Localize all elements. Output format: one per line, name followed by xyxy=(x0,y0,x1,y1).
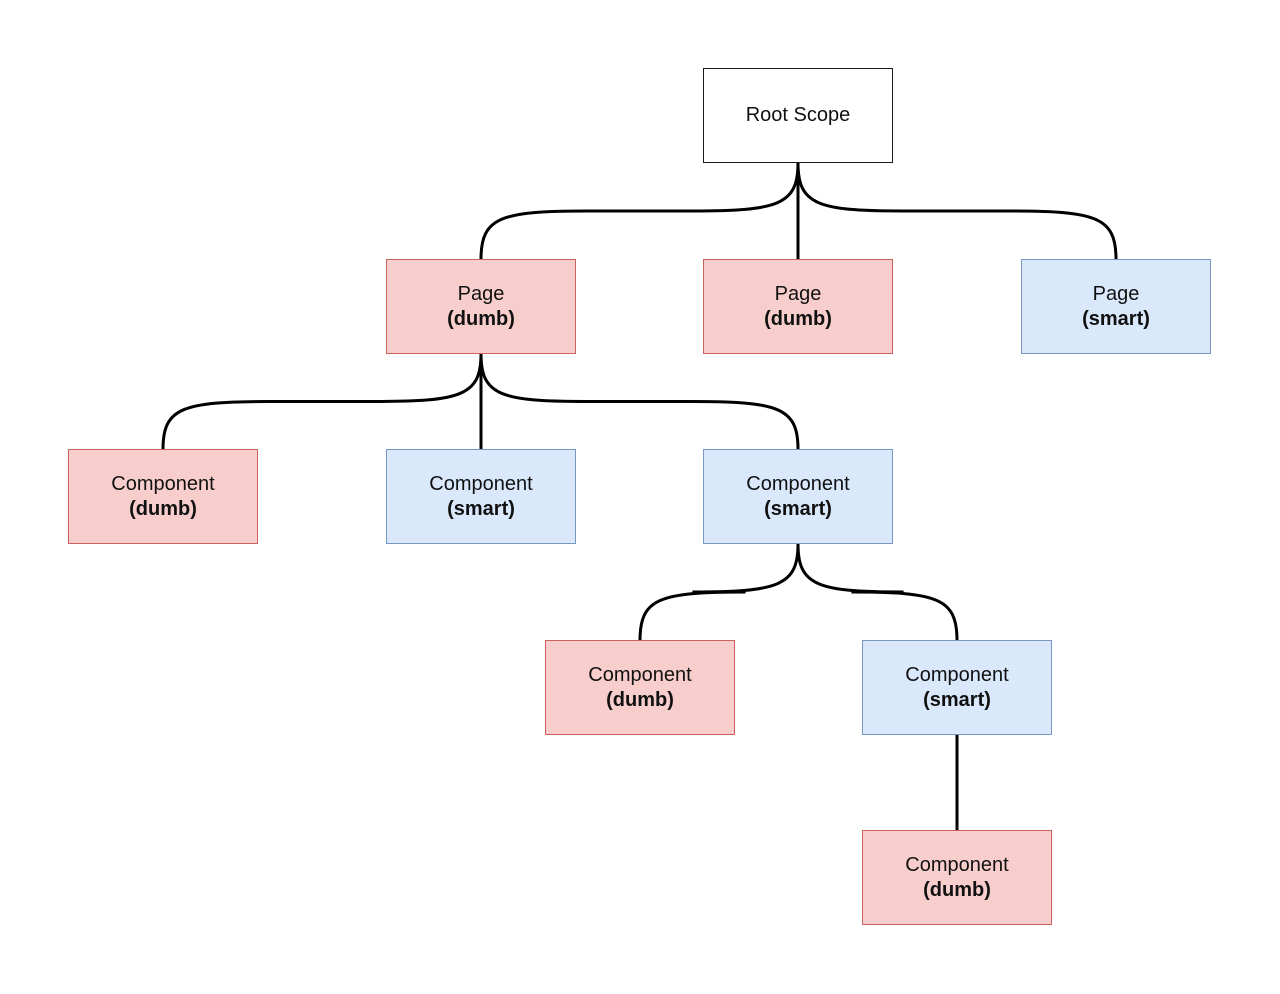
connector-edge xyxy=(796,543,959,641)
node-title: Component xyxy=(111,472,215,495)
node-title: Component xyxy=(905,853,1009,876)
component-smart-node: Component (smart) xyxy=(862,640,1052,735)
node-kind: (dumb) xyxy=(923,878,991,901)
node-title: Component xyxy=(429,472,533,495)
node-title: Page xyxy=(457,282,505,305)
node-kind: (smart) xyxy=(764,497,832,520)
node-kind: (smart) xyxy=(1082,307,1150,330)
component-smart-node: Component (smart) xyxy=(703,449,893,544)
node-kind: (smart) xyxy=(447,497,515,520)
page-dumb-node: Page (dumb) xyxy=(386,259,576,354)
node-title: Component xyxy=(746,472,850,495)
connector-edge xyxy=(796,162,1118,260)
node-title: Component xyxy=(905,663,1009,686)
root-scope-node: Root Scope xyxy=(703,68,893,163)
component-smart-node: Component (smart) xyxy=(386,449,576,544)
component-dumb-node: Component (dumb) xyxy=(68,449,258,544)
node-kind: (dumb) xyxy=(447,307,515,330)
node-kind: (dumb) xyxy=(129,497,197,520)
node-title: Page xyxy=(774,282,822,305)
node-kind: (dumb) xyxy=(764,307,832,330)
connector-edge xyxy=(161,353,483,450)
component-dumb-node: Component (dumb) xyxy=(862,830,1052,925)
page-smart-node: Page (smart) xyxy=(1021,259,1211,354)
node-kind: (dumb) xyxy=(606,688,674,711)
node-title: Root Scope xyxy=(745,104,851,126)
node-title: Page xyxy=(1092,282,1140,305)
component-dumb-node: Component (dumb) xyxy=(545,640,735,735)
node-kind: (smart) xyxy=(923,688,991,711)
page-dumb-node: Page (dumb) xyxy=(703,259,893,354)
connector-edge xyxy=(479,353,800,450)
connector-edge xyxy=(479,162,800,260)
connector-edge xyxy=(638,543,800,641)
node-title: Component xyxy=(588,663,692,686)
